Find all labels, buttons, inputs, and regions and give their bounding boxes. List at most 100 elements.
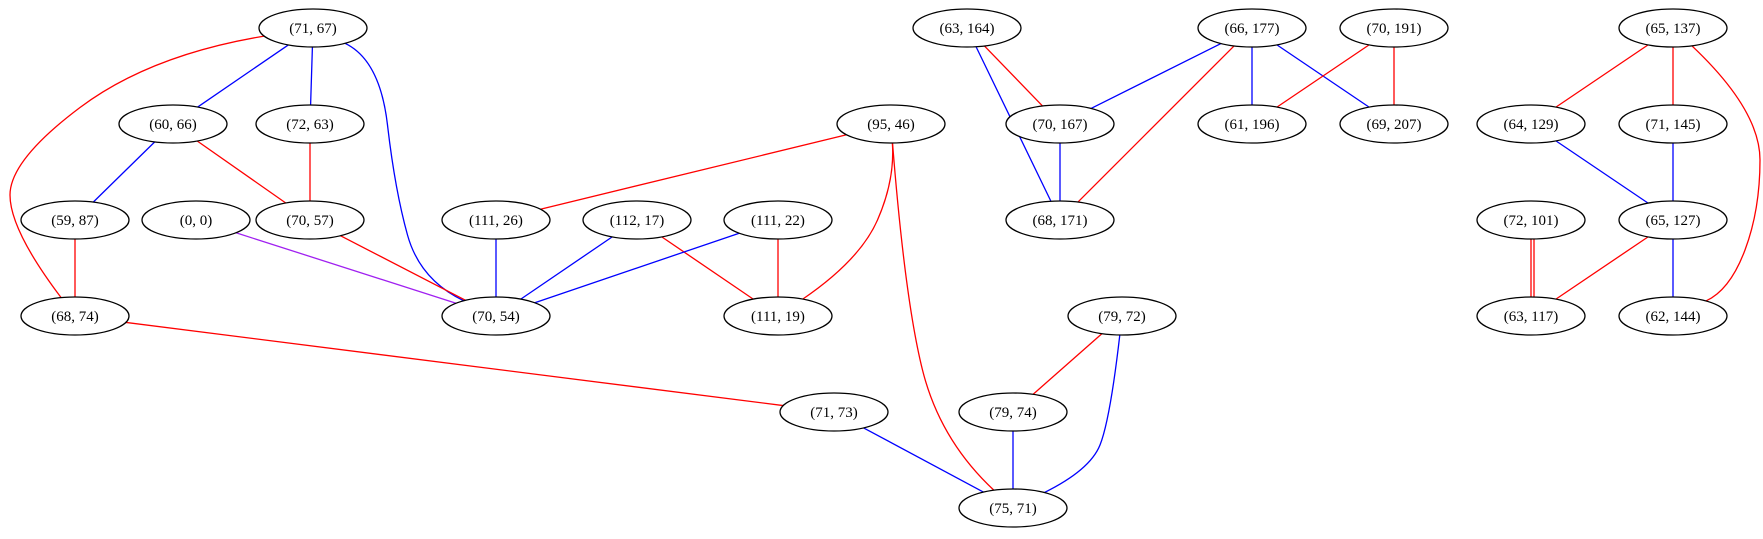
node-ellipse — [1618, 8, 1728, 48]
node-label: (60, 66) — [149, 117, 197, 133]
graph-node: (71, 67) — [258, 8, 368, 48]
edge-n68_74-n71_73 — [125, 321, 784, 407]
edge-n65_137-n62_144 — [1691, 45, 1761, 302]
node-ellipse — [141, 200, 251, 240]
node-ellipse — [723, 200, 833, 240]
node-ellipse — [1476, 200, 1586, 240]
node-label: (61, 196) — [1225, 117, 1280, 133]
graph-node: (112, 17) — [582, 200, 692, 240]
graph-node: (65, 137) — [1618, 8, 1728, 48]
edge-n60_66-n59_87 — [92, 141, 156, 203]
node-label: (66, 177) — [1225, 21, 1280, 37]
node-ellipse — [441, 296, 551, 336]
node-ellipse — [836, 104, 946, 144]
edge-n112_17-n70_54 — [520, 236, 613, 300]
node-label: (112, 17) — [610, 213, 664, 229]
node-label: (72, 101) — [1504, 213, 1559, 229]
node-label: (62, 144) — [1646, 309, 1701, 325]
node-label: (95, 46) — [867, 117, 915, 133]
node-ellipse — [255, 104, 365, 144]
node-label: (64, 129) — [1504, 117, 1559, 133]
node-label: (59, 87) — [51, 213, 99, 229]
graph-node: (111, 19) — [723, 296, 833, 336]
graph-node: (71, 73) — [779, 392, 889, 432]
graph-node: (72, 101) — [1476, 200, 1586, 240]
node-ellipse — [1197, 8, 1307, 48]
edge-n95_46-n75_71 — [891, 142, 995, 491]
graph-node: (59, 87) — [20, 200, 130, 240]
edge-n65_137-n64_129 — [1555, 44, 1649, 108]
node-ellipse — [1618, 200, 1728, 240]
edge-n95_46-n111_19 — [802, 142, 894, 300]
node-ellipse — [20, 200, 130, 240]
node-ellipse — [20, 296, 130, 336]
node-ellipse — [1476, 296, 1586, 336]
edge-n71_73-n75_71 — [863, 427, 984, 493]
graph-node: (69, 207) — [1339, 104, 1449, 144]
nodes-layer: (71, 67) (60, 66) (72, 63) (59, 87) (0, 0) (7… — [20, 8, 1728, 528]
edge-n71_67-n60_66 — [197, 44, 289, 108]
node-label: (70, 54) — [472, 309, 520, 325]
node-label: (65, 127) — [1646, 213, 1701, 229]
edge-n66_177-n68_171 — [1077, 45, 1235, 203]
node-label: (68, 171) — [1033, 213, 1088, 229]
node-ellipse — [1476, 104, 1586, 144]
node-ellipse — [1067, 296, 1177, 336]
graph-node: (70, 167) — [1005, 104, 1115, 144]
edge-n71_67-n68_74 — [9, 35, 265, 299]
edge-n66_177-n70_167 — [1090, 42, 1222, 110]
graph-node: (60, 66) — [118, 104, 228, 144]
node-label: (0, 0) — [180, 213, 213, 229]
node-label: (70, 167) — [1033, 117, 1088, 133]
node-label: (111, 22) — [751, 213, 805, 229]
node-label: (71, 145) — [1646, 117, 1701, 133]
edge-n112_17-n111_19 — [661, 236, 754, 300]
graph-node: (63, 164) — [912, 8, 1022, 48]
graph-node: (70, 191) — [1339, 8, 1449, 48]
node-label: (63, 164) — [940, 21, 995, 37]
node-ellipse — [258, 8, 368, 48]
node-ellipse — [1005, 200, 1115, 240]
node-ellipse — [1005, 104, 1115, 144]
graph-node: (61, 196) — [1197, 104, 1307, 144]
graph-node: (63, 117) — [1476, 296, 1586, 336]
node-ellipse — [1339, 104, 1449, 144]
graph-node: (111, 26) — [441, 200, 551, 240]
node-label: (63, 117) — [1504, 309, 1558, 325]
edge-n71_67-n72_63 — [309, 46, 314, 106]
node-ellipse — [1197, 104, 1307, 144]
edge-n64_129-n65_127 — [1555, 140, 1649, 204]
graph-node: (68, 74) — [20, 296, 130, 336]
node-label: (72, 63) — [286, 117, 334, 133]
node-ellipse — [118, 104, 228, 144]
edge-n63_164-n70_167 — [983, 45, 1044, 107]
edge-n65_127-n63_117 — [1555, 236, 1649, 300]
node-ellipse — [1339, 8, 1449, 48]
node-label: (75, 71) — [989, 501, 1037, 517]
graph-node: (71, 145) — [1618, 104, 1728, 144]
graph-node: (70, 54) — [441, 296, 551, 336]
node-ellipse — [958, 488, 1068, 528]
graph-node: (0, 0) — [141, 200, 251, 240]
graph-node: (65, 127) — [1618, 200, 1728, 240]
node-label: (65, 137) — [1646, 21, 1701, 37]
node-ellipse — [1618, 296, 1728, 336]
node-label: (79, 72) — [1098, 309, 1146, 325]
node-ellipse — [912, 8, 1022, 48]
edge-n79_72-n79_74 — [1032, 333, 1103, 395]
graph-node: (111, 22) — [723, 200, 833, 240]
node-ellipse — [582, 200, 692, 240]
graph-node: (70, 57) — [255, 200, 365, 240]
node-label: (69, 207) — [1367, 117, 1422, 133]
node-ellipse — [958, 392, 1068, 432]
graph-node: (79, 72) — [1067, 296, 1177, 336]
edge-n79_72-n75_71 — [1044, 334, 1121, 494]
node-label: (111, 26) — [469, 213, 523, 229]
node-ellipse — [255, 200, 365, 240]
graph-node: (75, 71) — [958, 488, 1068, 528]
node-label: (70, 57) — [286, 213, 334, 229]
edge-n70_57-n70_54 — [340, 235, 466, 301]
edge-n70_191-n61_196 — [1276, 44, 1370, 108]
graph-node: (64, 129) — [1476, 104, 1586, 144]
